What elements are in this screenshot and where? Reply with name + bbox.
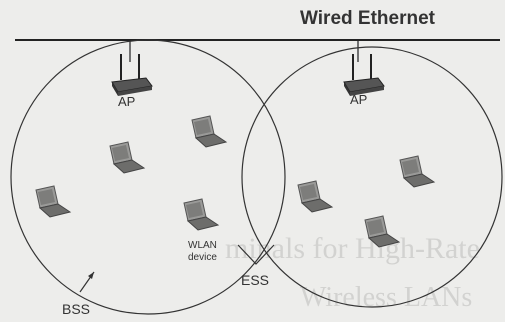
bss-label: BSS: [62, 301, 90, 317]
laptop-icon: [297, 180, 333, 213]
background-text-line1: minals for High-Rate: [225, 232, 480, 265]
laptop-icon: [35, 185, 71, 218]
access-point-2-icon: [343, 53, 385, 97]
laptop-icon: [399, 155, 435, 188]
laptop-icon: [191, 115, 227, 148]
ess-pointer: [237, 244, 275, 265]
bss-circle-right: [241, 46, 503, 308]
wired-ethernet-label: Wired Ethernet: [300, 8, 436, 29]
background-text-line2: Wireless LANs: [300, 282, 472, 313]
laptop-icon: [109, 141, 145, 174]
wlan-device-label-line2: device: [188, 252, 217, 263]
wlan-device-label-line1: WLAN: [188, 240, 217, 251]
bss-circle-left: [10, 39, 286, 315]
ap2-label: AP: [350, 92, 367, 107]
access-point-1-icon: [111, 53, 153, 97]
bss-arrowhead: [88, 272, 94, 279]
laptop-icon: [183, 198, 219, 231]
ap1-label: AP: [118, 94, 135, 109]
ess-label: ESS: [241, 272, 269, 288]
